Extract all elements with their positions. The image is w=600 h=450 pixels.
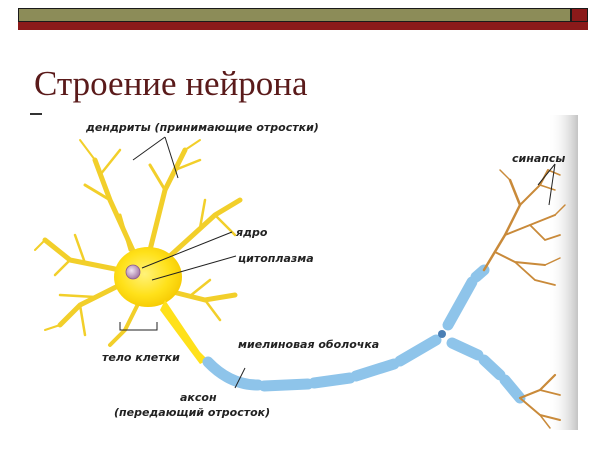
label-nucleus: ядро — [235, 226, 268, 239]
header-red-square — [571, 8, 588, 22]
axon-terminals-lower — [518, 373, 561, 429]
cell-body — [114, 247, 182, 307]
axon-branch-node — [438, 330, 446, 338]
label-axon: аксон — [180, 391, 217, 404]
label-myelin: миелиновая оболочка — [238, 338, 379, 351]
header-olive-bar — [18, 8, 571, 22]
nucleus — [125, 264, 141, 280]
leader-lines — [119, 136, 556, 389]
label-axon-desc: (передающий отросток) — [114, 406, 270, 419]
myelin-sheath — [202, 264, 526, 404]
label-dendrites: дендриты (принимающие отростки) — [85, 121, 319, 134]
label-cytoplasm: цитоплазма — [238, 252, 314, 265]
axon-terminals-upper — [482, 169, 566, 286]
header-red-line — [18, 22, 588, 30]
title-tick — [30, 113, 42, 115]
axon-hillock — [160, 300, 208, 364]
slide-title: Строение нейрона — [34, 64, 308, 103]
label-cell-body: тело клетки — [102, 351, 180, 364]
header-band — [18, 8, 588, 30]
label-synapses: синапсы — [512, 152, 565, 165]
